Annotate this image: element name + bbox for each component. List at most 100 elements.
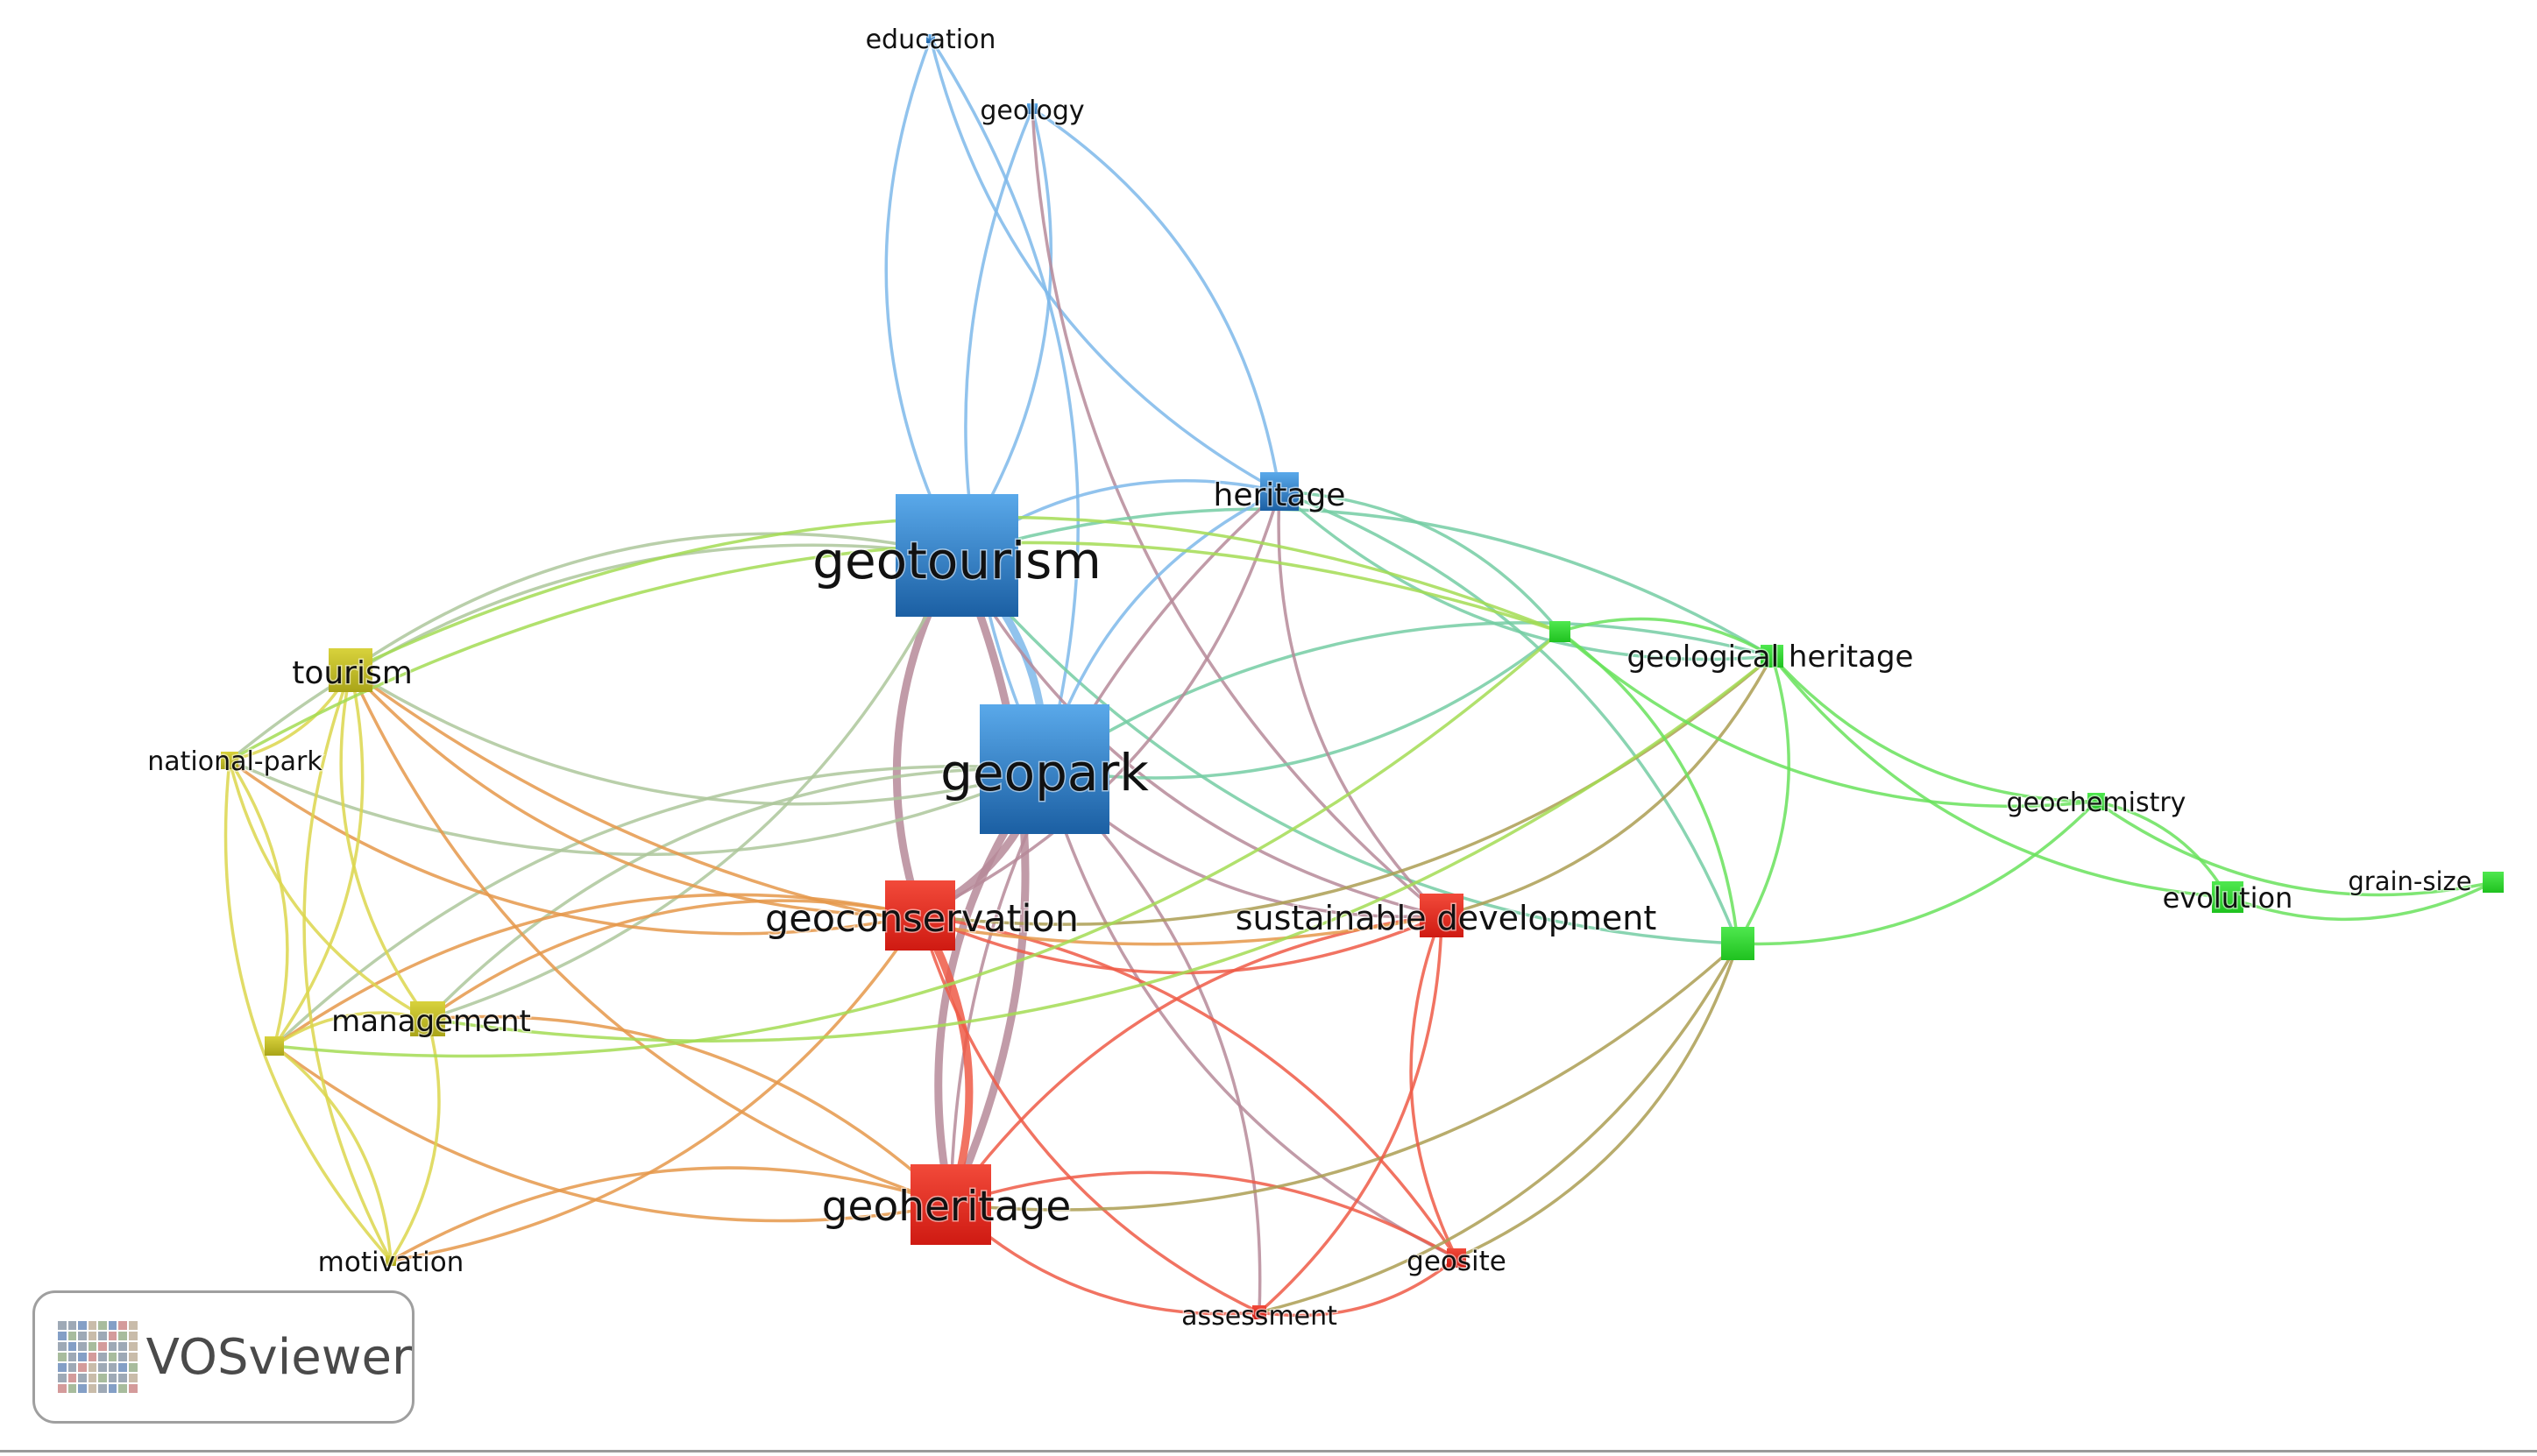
node-label-geology: geology bbox=[980, 95, 1084, 126]
node-green_unl2[interactable] bbox=[1721, 927, 1754, 960]
edge-green_unl1-green_unl2 bbox=[1558, 630, 1740, 944]
edge-nationalpark-motivation bbox=[223, 760, 393, 1262]
edge-management-motivation bbox=[389, 1018, 441, 1262]
edge-heritage-geologicalheritage bbox=[1278, 490, 1773, 661]
edge-geoheritage-yellow_unl bbox=[273, 1044, 952, 1223]
edge-tourism-motivation bbox=[302, 669, 393, 1262]
node-label-assessment: assessment bbox=[1181, 1301, 1337, 1332]
node-label-education: education bbox=[866, 25, 996, 55]
node-label-geotourism: geotourism bbox=[812, 531, 1102, 590]
edge-geochemistry-grainsize bbox=[2094, 800, 2494, 897]
edge-geoheritage-geosite bbox=[950, 1170, 1457, 1260]
node-heritage[interactable] bbox=[1260, 472, 1299, 511]
edge-geotourism-geoheritage bbox=[946, 554, 1030, 1206]
node-label-management: management bbox=[331, 1004, 531, 1039]
edge-geoconservation-management bbox=[426, 899, 921, 1021]
node-green_unl1[interactable] bbox=[1549, 621, 1570, 642]
node-motivation[interactable] bbox=[386, 1255, 396, 1266]
node-label-nationalpark: national-park bbox=[147, 746, 322, 777]
edge-geoheritage-management bbox=[427, 1014, 953, 1206]
edge-geotourism-sustainable bbox=[955, 555, 1442, 917]
node-label-tourism: tourism bbox=[292, 655, 413, 691]
edge-sustainable-geologicalheritage bbox=[1441, 655, 1774, 917]
node-tourism[interactable] bbox=[329, 648, 372, 692]
edge-geopark-green_unl1 bbox=[1044, 630, 1562, 780]
edge-geoconservation-motivation bbox=[390, 915, 922, 1262]
node-label-evolution: evolution bbox=[2163, 881, 2293, 915]
node-management[interactable] bbox=[410, 1001, 445, 1036]
node-evolution[interactable] bbox=[2212, 881, 2243, 913]
node-geopark[interactable] bbox=[980, 704, 1109, 834]
edge-geopark-yellow_unl bbox=[273, 765, 1045, 1048]
node-label-geopark: geopark bbox=[940, 743, 1149, 802]
node-label-geochemistry: geochemistry bbox=[2007, 788, 2186, 818]
node-grainsize[interactable] bbox=[2483, 872, 2504, 893]
edge-education-heritage bbox=[929, 38, 1280, 493]
vosviewer-logo-icon bbox=[58, 1321, 138, 1393]
node-label-geologicalheritage: geological heritage bbox=[1627, 640, 1914, 675]
edge-tourism-yellow_unl bbox=[273, 669, 365, 1048]
edge-heritage-geoconservation bbox=[919, 491, 1281, 917]
node-education[interactable] bbox=[926, 34, 935, 43]
edge-sustainable-tourism bbox=[349, 668, 1442, 946]
edge-yellow_unl-motivation bbox=[273, 1044, 393, 1262]
edge-geoconservation-assessment bbox=[918, 915, 1260, 1314]
edge-nationalpark-management bbox=[228, 760, 429, 1021]
edge-geotourism-nationalpark bbox=[228, 543, 958, 762]
edge-geologicalheritage-geochemistry bbox=[1770, 654, 2097, 803]
edge-sustainable-assessment bbox=[1258, 915, 1443, 1314]
node-geoconservation[interactable] bbox=[885, 880, 955, 951]
edge-management-yellow_unl bbox=[273, 1011, 429, 1048]
edge-geochemistry-green_unl2 bbox=[1737, 800, 2098, 946]
node-sustainable[interactable] bbox=[1420, 894, 1463, 937]
edge-geotourism-geologicalheritage bbox=[956, 507, 1773, 658]
node-geochemistry[interactable] bbox=[2087, 793, 2105, 810]
labels-layer: geotourism geopark heritage education geolog… bbox=[146, 24, 2473, 1333]
node-assessment[interactable] bbox=[1252, 1305, 1266, 1319]
edge-nationalpark-yellow_unl bbox=[228, 760, 289, 1047]
edge-geotourism-management bbox=[427, 555, 959, 1021]
edge-geology-heritage bbox=[1031, 107, 1281, 492]
edge-green_unl2-assessment bbox=[1258, 943, 1740, 1314]
vosviewer-badge: VOSviewer bbox=[32, 1290, 415, 1424]
edge-evolution-grainsize bbox=[2227, 880, 2494, 922]
edge-geopark-nationalpark bbox=[229, 759, 1045, 857]
edge-heritage-sustainable bbox=[1277, 491, 1443, 917]
node-label-heritage: heritage bbox=[1214, 477, 1346, 513]
edge-geoconservation-geologicalheritage bbox=[919, 654, 1774, 926]
nodes-layer bbox=[221, 34, 2504, 1319]
edge-geologicalheritage-green_unl2 bbox=[1736, 655, 1790, 944]
edge-geology-geopark bbox=[964, 108, 1046, 770]
edge-heritage-green_unl2 bbox=[1279, 490, 1740, 944]
edge-geopark-management bbox=[426, 767, 1045, 1021]
edge-education-geopark bbox=[929, 38, 1080, 770]
node-yellow_unl[interactable] bbox=[265, 1036, 284, 1056]
node-geologicalheritage[interactable] bbox=[1761, 645, 1783, 668]
node-label-geoconservation: geoconservation bbox=[765, 897, 1079, 941]
node-geoheritage[interactable] bbox=[911, 1164, 991, 1245]
edge-management-geologicalheritage bbox=[427, 654, 1774, 1043]
edge-nationalpark-green_unl1 bbox=[229, 541, 1561, 762]
node-nationalpark[interactable] bbox=[221, 752, 238, 769]
node-label-grainsize: grain-size bbox=[2348, 866, 2471, 896]
edge-geopark-tourism bbox=[350, 668, 1045, 806]
edge-heritage-green_unl1 bbox=[1279, 490, 1562, 633]
edge-geochemistry-evolution bbox=[2095, 800, 2229, 898]
edge-geoheritage-green_unl2 bbox=[950, 942, 1740, 1212]
edge-green_unl1-geologicalheritage bbox=[1559, 617, 1773, 658]
edge-geotourism-green_unl2 bbox=[955, 554, 1739, 945]
edge-geologicalheritage-evolution bbox=[1770, 654, 2229, 899]
node-geotourism[interactable] bbox=[896, 494, 1018, 617]
edge-sustainable-geosite bbox=[1409, 915, 1458, 1259]
node-geosite[interactable] bbox=[1447, 1248, 1466, 1268]
edge-geopark-geosite bbox=[1043, 768, 1457, 1260]
node-label-sustainable: sustainable development bbox=[1236, 899, 1657, 937]
edge-geology-sustainable bbox=[1031, 108, 1443, 917]
edge-education-geotourism bbox=[884, 38, 959, 556]
edge-geosite-green_unl2 bbox=[1456, 943, 1740, 1260]
node-label-geoheritage: geoheritage bbox=[822, 1183, 1072, 1231]
vosviewer-brand-text: VOSviewer bbox=[145, 1328, 412, 1386]
node-geology[interactable] bbox=[1027, 103, 1038, 114]
edge-geoconservation-tourism bbox=[349, 668, 921, 917]
